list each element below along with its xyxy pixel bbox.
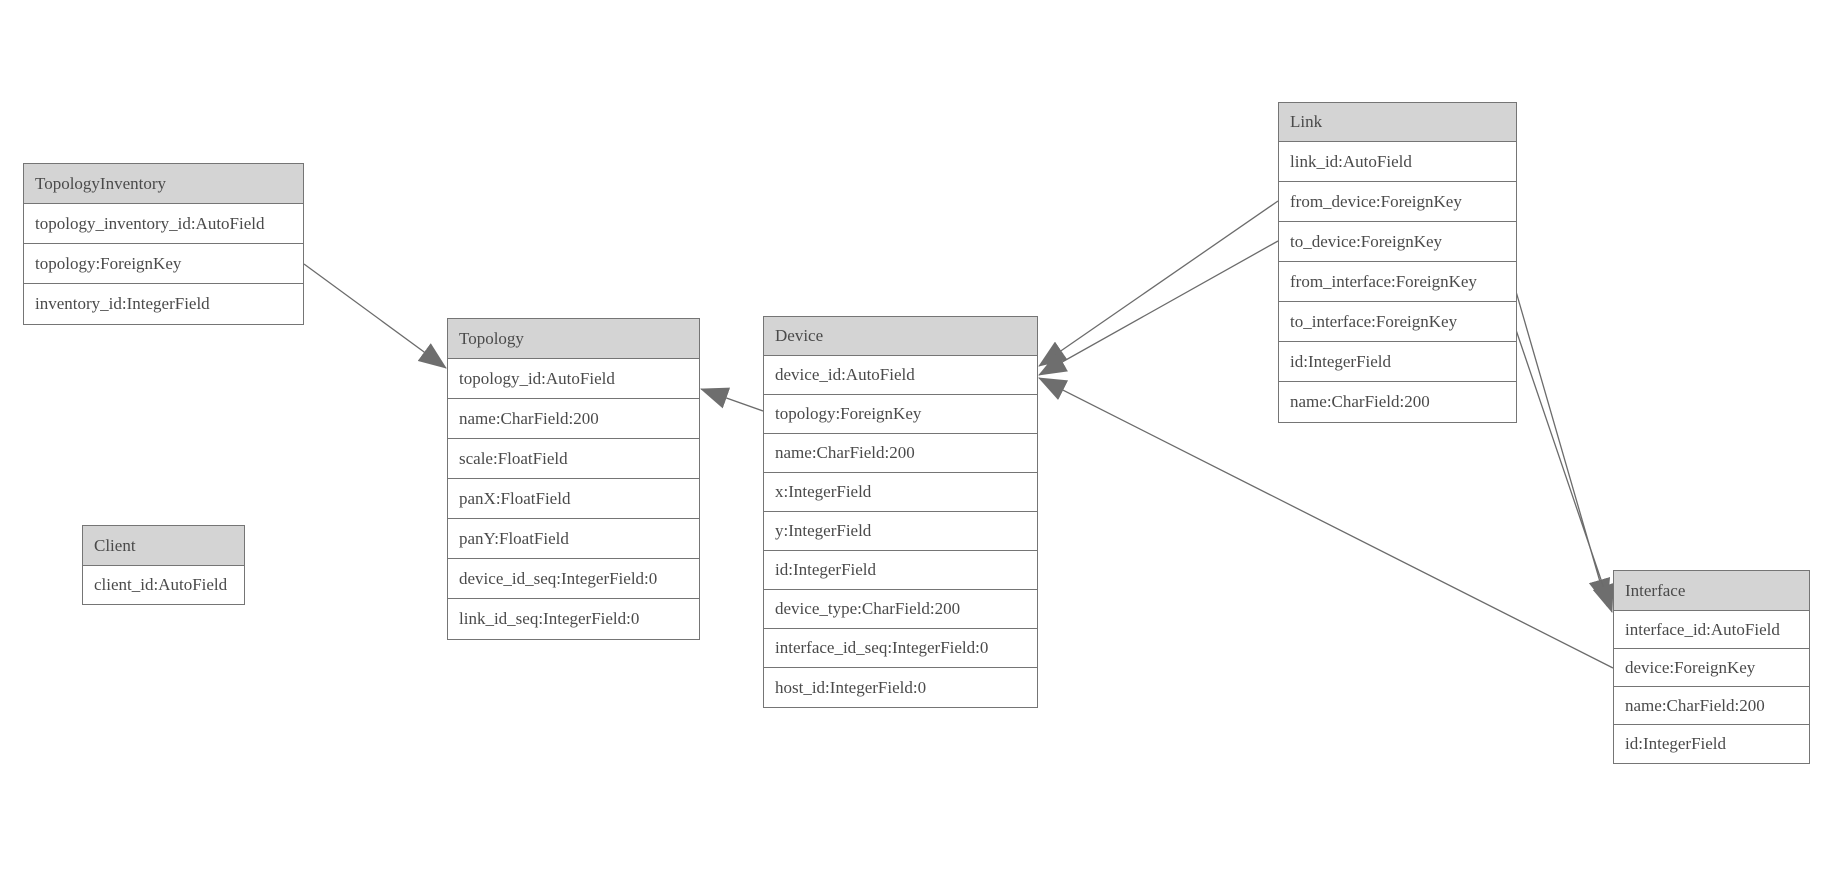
entity-field-device-8: host_id:IntegerField:0	[764, 668, 1037, 707]
entity-field-topology-0: topology_id:AutoField	[448, 359, 699, 399]
entity-title-interface: Interface	[1614, 571, 1809, 611]
entity-field-link-5: id:IntegerField	[1279, 342, 1516, 382]
entity-field-device-3: x:IntegerField	[764, 473, 1037, 512]
entity-field-interface-1: device:ForeignKey	[1614, 649, 1809, 687]
relationship-line-link-to_interface-interface-fk	[1514, 326, 1614, 613]
entity-field-topology-2: scale:FloatField	[448, 439, 699, 479]
entity-field-interface-0: interface_id:AutoField	[1614, 611, 1809, 649]
entity-field-topology-3: panX:FloatField	[448, 479, 699, 519]
entity-field-link-3: from_interface:ForeignKey	[1279, 262, 1516, 302]
entity-field-link-6: name:CharField:200	[1279, 382, 1516, 422]
entity-field-client-0: client_id:AutoField	[83, 566, 244, 604]
relationship-line-topologyinventory-topology-fk	[303, 263, 447, 369]
entity-title-link: Link	[1279, 103, 1516, 142]
entity-field-topology-inventory-1: topology:ForeignKey	[24, 244, 303, 284]
relationship-line-interface-device-fk	[1038, 377, 1614, 669]
entity-field-topology-1: name:CharField:200	[448, 399, 699, 439]
entity-field-link-4: to_interface:ForeignKey	[1279, 302, 1516, 342]
entity-field-device-1: topology:ForeignKey	[764, 395, 1037, 434]
relationship-line-device-topology-fk	[700, 387, 764, 412]
entity-field-topology-4: panY:FloatField	[448, 519, 699, 559]
entity-field-device-6: device_type:CharField:200	[764, 590, 1037, 629]
entity-title-device: Device	[764, 317, 1037, 356]
relationship-line-link-from_device-device-fk	[1038, 200, 1279, 367]
entity-field-interface-2: name:CharField:200	[1614, 687, 1809, 725]
entity-field-link-1: from_device:ForeignKey	[1279, 182, 1516, 222]
entity-field-device-5: id:IntegerField	[764, 551, 1037, 590]
entity-field-topology-5: device_id_seq:IntegerField:0	[448, 559, 699, 599]
relationship-line-link-to_device-device-fk	[1038, 240, 1279, 376]
entity-field-device-7: interface_id_seq:IntegerField:0	[764, 629, 1037, 668]
entity-field-topology-inventory-2: inventory_id:IntegerField	[24, 284, 303, 324]
entity-field-device-0: device_id:AutoField	[764, 356, 1037, 395]
entity-field-device-4: y:IntegerField	[764, 512, 1037, 551]
entity-field-topology-6: link_id_seq:IntegerField:0	[448, 599, 699, 639]
entity-field-device-2: name:CharField:200	[764, 434, 1037, 473]
entity-field-interface-3: id:IntegerField	[1614, 725, 1809, 763]
entity-field-link-2: to_device:ForeignKey	[1279, 222, 1516, 262]
entity-field-link-0: link_id:AutoField	[1279, 142, 1516, 182]
entity-field-topology-inventory-0: topology_inventory_id:AutoField	[24, 204, 303, 244]
entity-title-client: Client	[83, 526, 244, 566]
entity-title-topology-inventory: TopologyInventory	[24, 164, 303, 204]
entity-title-topology: Topology	[448, 319, 699, 359]
